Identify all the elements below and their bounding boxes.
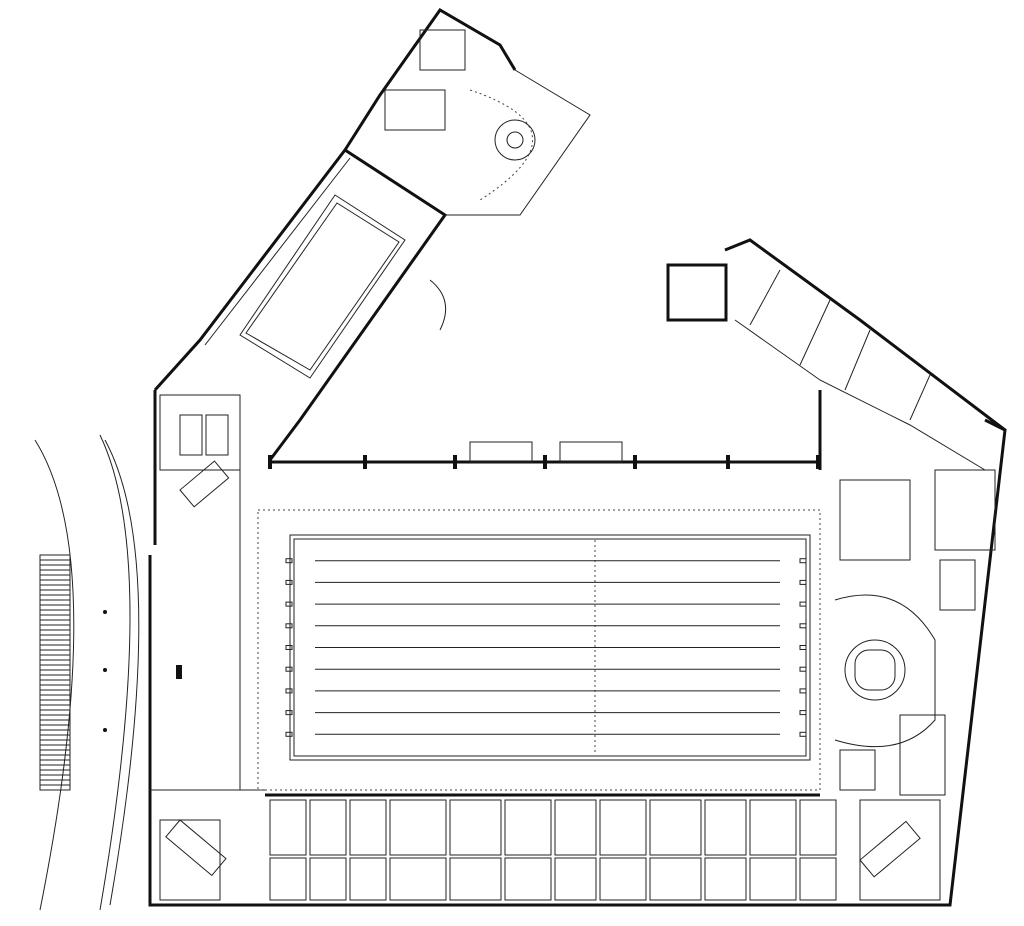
starting-block — [285, 623, 293, 629]
room — [504, 857, 552, 901]
starting-block — [799, 623, 807, 629]
room — [554, 857, 597, 901]
column — [363, 455, 367, 469]
room — [599, 799, 647, 856]
room — [799, 799, 837, 856]
room — [599, 857, 647, 901]
starting-block — [285, 731, 293, 737]
starting-block — [285, 601, 293, 607]
stair-cores — [159, 460, 941, 901]
room — [649, 799, 702, 856]
room — [504, 799, 552, 856]
top-annex — [343, 8, 591, 216]
column — [268, 455, 272, 469]
room — [309, 857, 347, 901]
room — [449, 857, 502, 901]
column — [816, 455, 820, 469]
starting-block — [799, 601, 807, 607]
main-pool — [257, 509, 821, 791]
room — [449, 799, 502, 856]
starting-block — [799, 579, 807, 585]
room — [349, 799, 387, 856]
starting-block — [799, 645, 807, 650]
room — [649, 857, 702, 901]
column — [726, 455, 730, 469]
column — [543, 455, 547, 469]
training-pool-wing — [153, 147, 448, 471]
starting-block — [799, 666, 807, 672]
room — [749, 799, 797, 856]
changing-rooms — [265, 793, 837, 901]
starting-block — [799, 688, 807, 694]
starting-block — [285, 645, 293, 650]
starting-block — [799, 558, 807, 564]
column — [453, 455, 457, 469]
starting-block — [285, 688, 293, 694]
room — [389, 857, 447, 901]
entry-plaza — [34, 434, 140, 911]
starting-block — [799, 710, 807, 716]
room — [704, 857, 747, 901]
east-service — [834, 469, 996, 796]
room — [269, 857, 307, 901]
starting-block — [285, 710, 293, 716]
starting-block — [285, 666, 293, 672]
room — [554, 799, 597, 856]
room — [749, 857, 797, 901]
room — [269, 799, 307, 856]
starting-block — [285, 579, 293, 585]
room — [309, 799, 347, 856]
starting-block — [799, 731, 807, 737]
room — [704, 799, 747, 856]
starting-block — [285, 558, 293, 564]
room — [349, 857, 387, 901]
room — [389, 799, 447, 856]
column — [633, 455, 637, 469]
east-wing — [666, 238, 1006, 471]
room — [799, 857, 837, 901]
